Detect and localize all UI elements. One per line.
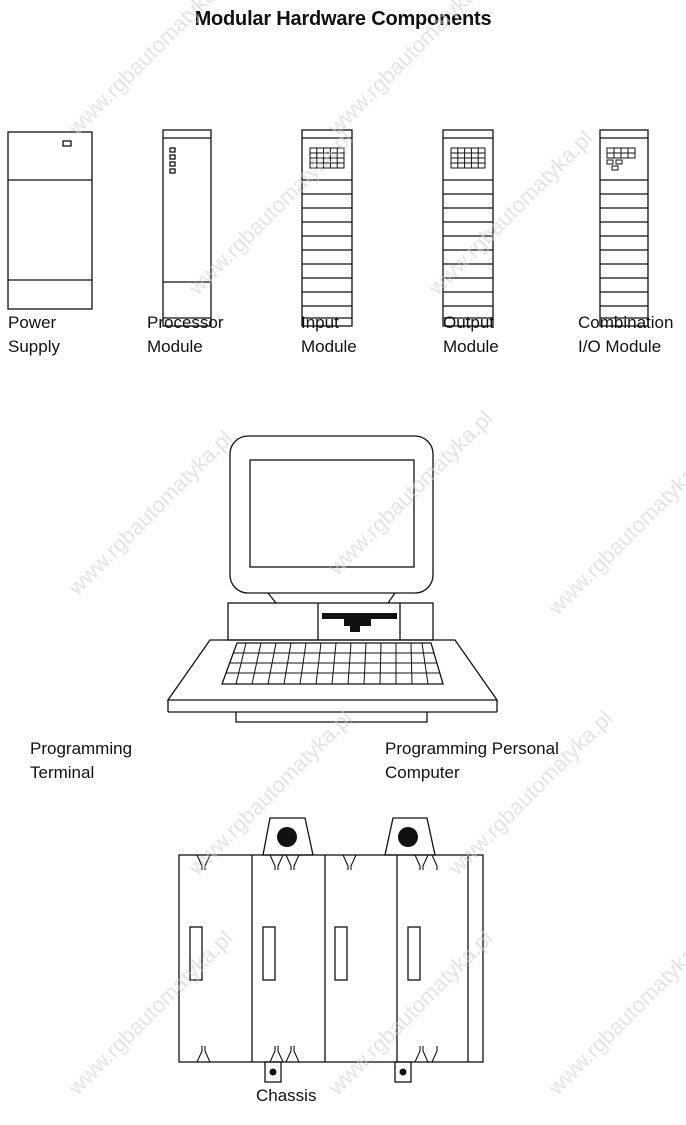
output-module-illustration [442,129,494,327]
input-module-illustration [301,129,353,327]
programming-computer-illustration [166,435,499,723]
chassis-label: Chassis [256,1086,317,1105]
power-supply-illustration [7,131,93,310]
combination-io-module-illustration [599,129,649,327]
chassis-illustration [178,817,484,1083]
processor-module-illustration [162,129,212,327]
diagram-title: Modular Hardware Components [194,8,492,30]
